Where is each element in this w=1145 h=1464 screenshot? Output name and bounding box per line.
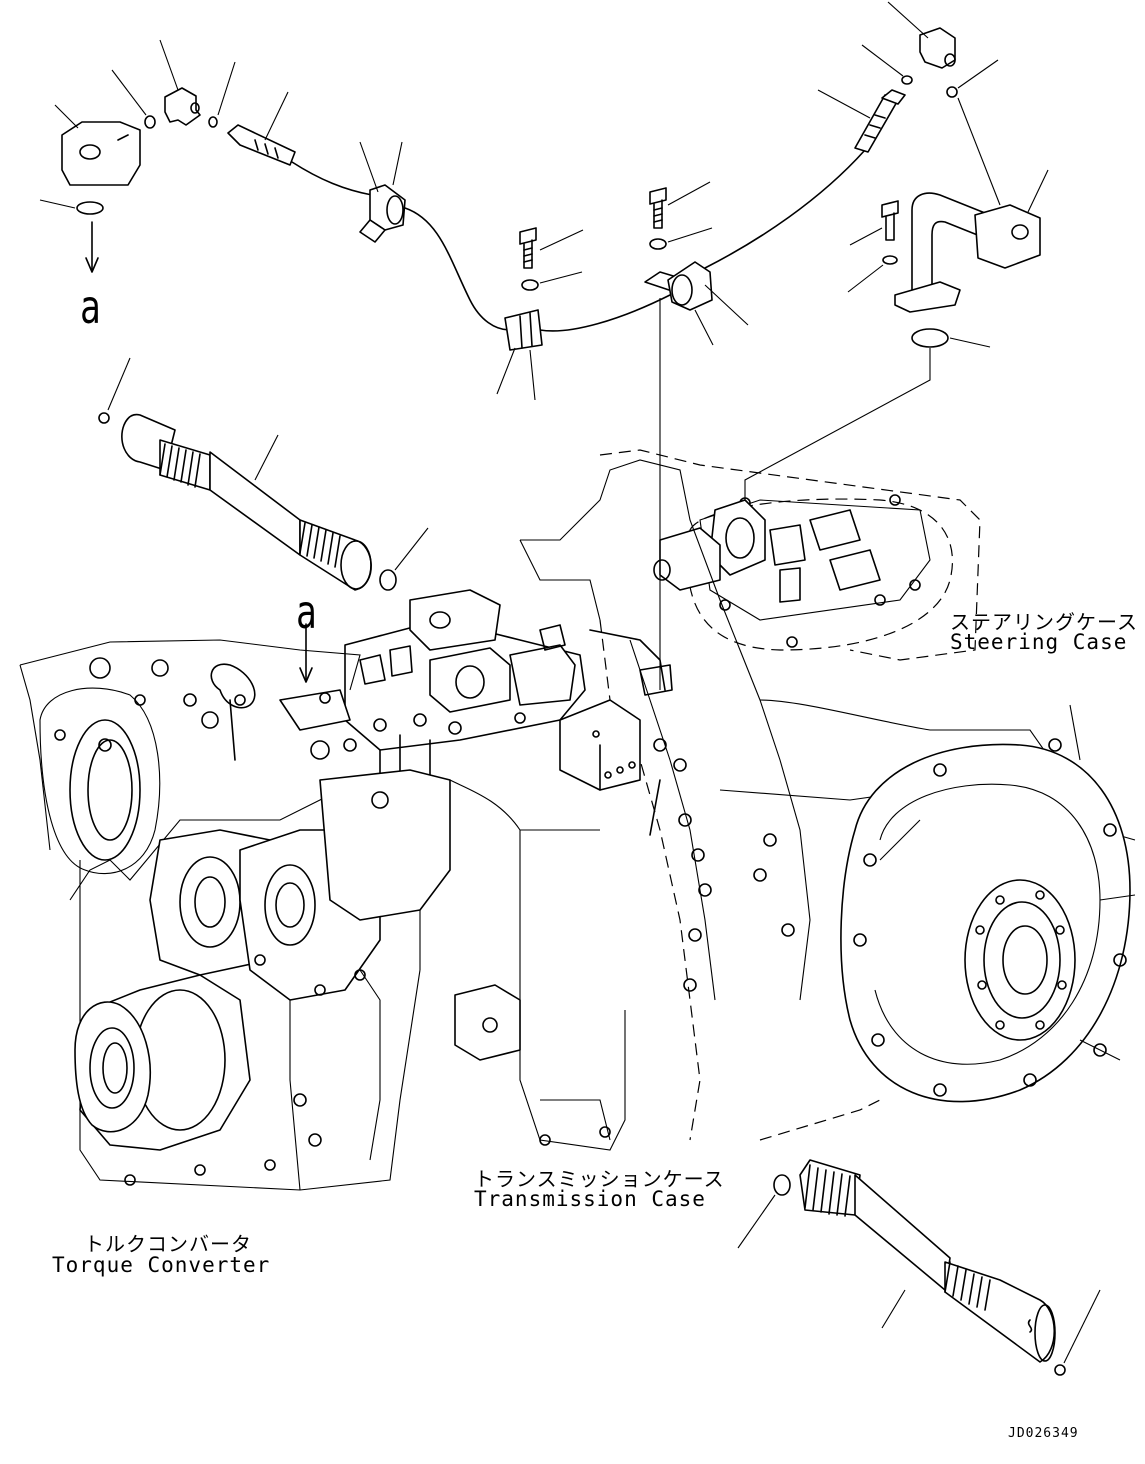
elbow-pipe (894, 192, 1041, 313)
elbow-fitting-right (919, 27, 956, 69)
o-ring-a (76, 201, 104, 215)
harness-connector-left (227, 124, 296, 166)
wire-harness (291, 149, 866, 332)
harness-clamp-1 (359, 184, 406, 243)
elbow-fitting-left (164, 87, 201, 126)
drawing-code: JD026349 (1008, 1426, 1079, 1441)
o-ring-small-4 (946, 86, 958, 98)
drive-shaft-upper (98, 357, 372, 591)
bolt-center-2 (649, 187, 667, 229)
o-ring-large-right (911, 328, 949, 348)
drive-shaft-lower (737, 1159, 1056, 1363)
transmission-case-label-jp: トランスミッションケース (474, 1167, 725, 1191)
flange-block-left (61, 121, 141, 186)
washer-shaft-upper (379, 569, 397, 591)
steering-case (599, 449, 981, 661)
washer-right (882, 255, 898, 265)
harness-connector-right (854, 89, 906, 153)
bolt-right (881, 200, 899, 241)
harness-clamp-3 (644, 261, 713, 311)
final-drive-right (719, 699, 1136, 1141)
washer-2 (649, 238, 667, 250)
ref-mark-a-valve: a (296, 585, 317, 639)
transmission-case (449, 459, 811, 1151)
o-ring-small-2 (208, 116, 218, 128)
plug-lower (1054, 1364, 1066, 1376)
o-ring-small-1 (144, 115, 156, 129)
o-ring-small-3 (901, 75, 913, 85)
steering-case-label-en: Steering Case (950, 630, 1128, 654)
ref-mark-a-top: a (80, 280, 101, 334)
harness-clamp-2 (504, 309, 543, 351)
steering-case-label-jp: ステアリングケース (950, 610, 1138, 634)
torque-converter-label-jp: トルクコンバータ (84, 1232, 252, 1256)
torque-converter (19, 639, 451, 1191)
transmission-case-label-en: Transmission Case (474, 1187, 706, 1211)
control-valve (279, 589, 586, 811)
washer-1 (521, 279, 539, 291)
torque-converter-label-en: Torque Converter (52, 1253, 271, 1277)
bolt-center-1 (519, 227, 537, 269)
